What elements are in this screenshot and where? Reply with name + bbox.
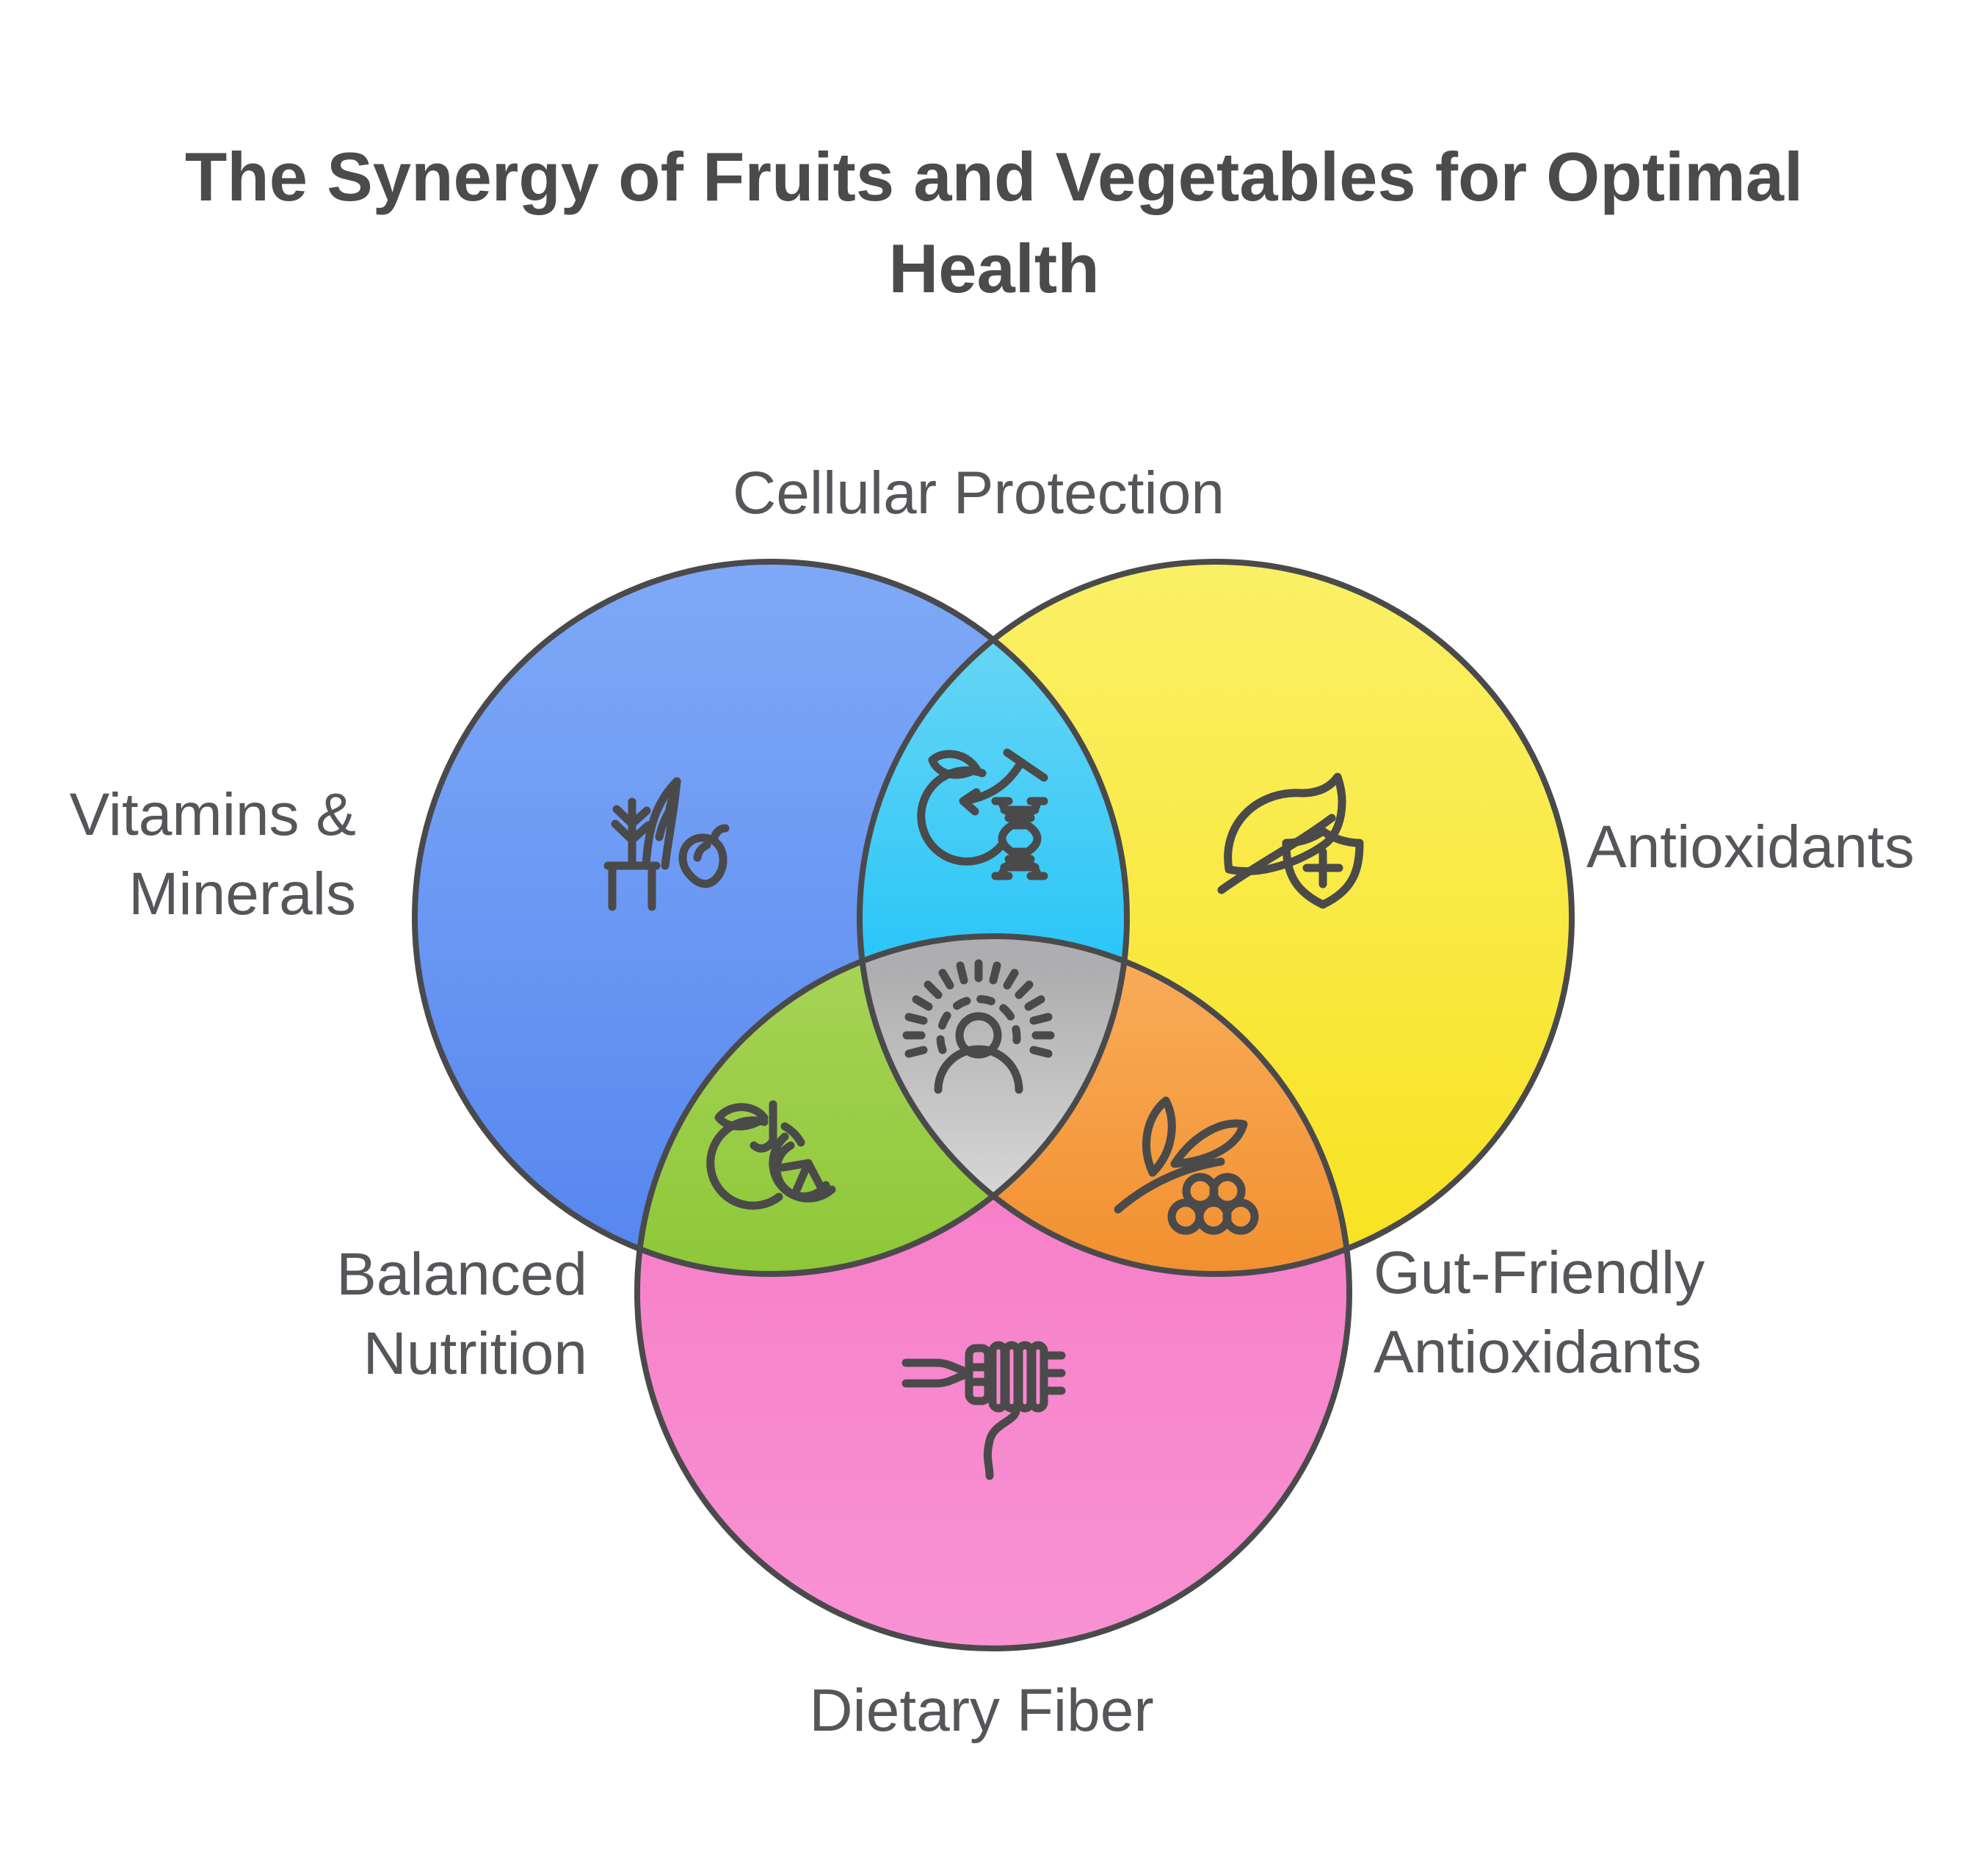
page-title: The Synergy of Fruits and Vegetables for… (184, 138, 1804, 308)
region-icons (603, 748, 1364, 1480)
venn-circle-outlines (412, 559, 1575, 1651)
label-cellular-protection: Cellular Protection (733, 460, 1225, 526)
label-vitamins-minerals: Vitamins & Minerals (69, 781, 356, 928)
circle-outline-vitamins (412, 559, 1130, 1277)
radiant-person-icon (902, 959, 1055, 1094)
venn-region-fills (415, 562, 1572, 1648)
region-balanced-nutrition (637, 936, 1127, 1274)
circle-outline-fiber (634, 933, 1352, 1651)
fork-with-noodles-icon (902, 1341, 1066, 1480)
apple-with-citrus-slice-icon (706, 1100, 836, 1210)
plant-sprig-and-lemon-icon (603, 777, 730, 911)
circle-outline-antioxidants (857, 559, 1575, 1277)
label-antioxidants: Antioxidants (1586, 814, 1915, 880)
apple-with-dna-helix-icon (917, 748, 1048, 880)
label-balanced-nutrition: Balanced Nutrition (336, 1241, 587, 1388)
label-dietary-fiber: Dietary Fiber (809, 1677, 1154, 1744)
label-gut-friendly-antioxidants: Gut-Friendly Antioxidants (1374, 1239, 1705, 1386)
berries-with-leaves-icon (1114, 1096, 1259, 1235)
leaf-with-medical-shield-icon (1217, 772, 1364, 909)
